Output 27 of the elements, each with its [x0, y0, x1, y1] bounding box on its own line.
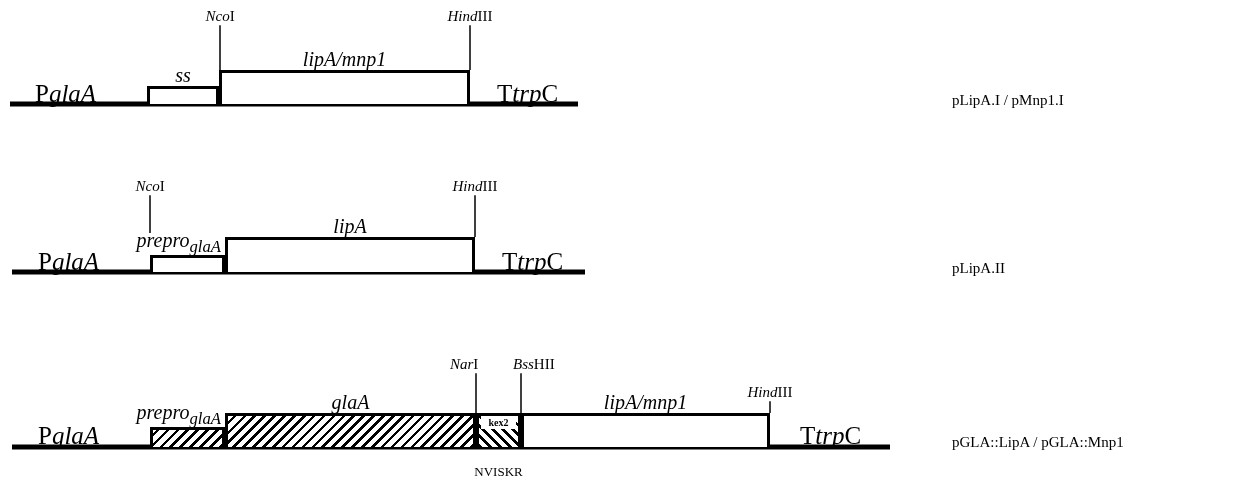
gene-label: glaA — [330, 391, 371, 413]
leader-line — [469, 24, 471, 71]
leader-line — [475, 372, 477, 414]
leader-line — [149, 194, 151, 234]
restriction-site-label: NcoI — [205, 8, 235, 26]
gene-label: lipA/mnp1 — [301, 48, 388, 70]
peptide-label: NVISKR — [473, 464, 524, 479]
restriction-site-label: BssHII — [513, 356, 555, 374]
construct-name: pLipA.II — [952, 260, 1005, 278]
gene-label: prepro$_{glaA}$ — [136, 401, 221, 430]
restriction-site-label: NcoI — [135, 178, 165, 196]
construct-name: pGLA::LipA / pGLA::Mnp1 — [952, 434, 1124, 452]
restriction-site-label: HindIII — [747, 384, 793, 402]
gene-label: lipA — [332, 215, 368, 237]
restriction-site-label: HindIII — [447, 8, 493, 26]
restriction-site-label: HindIII — [452, 178, 498, 196]
element-label: PglaA — [35, 80, 97, 109]
leader-line — [520, 372, 522, 414]
restriction-site-label: NarI — [450, 356, 479, 374]
segment-label: kex2 — [481, 416, 516, 429]
leader-line — [219, 24, 221, 71]
construct-name: pLipA.I / pMnp1.I — [952, 92, 1064, 110]
leader-line — [769, 400, 771, 414]
element-label: PglaA — [38, 248, 100, 277]
gene-label: prepro$_{glaA}$ — [136, 229, 221, 258]
leader-line — [474, 194, 476, 238]
gene-label: ss — [174, 64, 192, 86]
